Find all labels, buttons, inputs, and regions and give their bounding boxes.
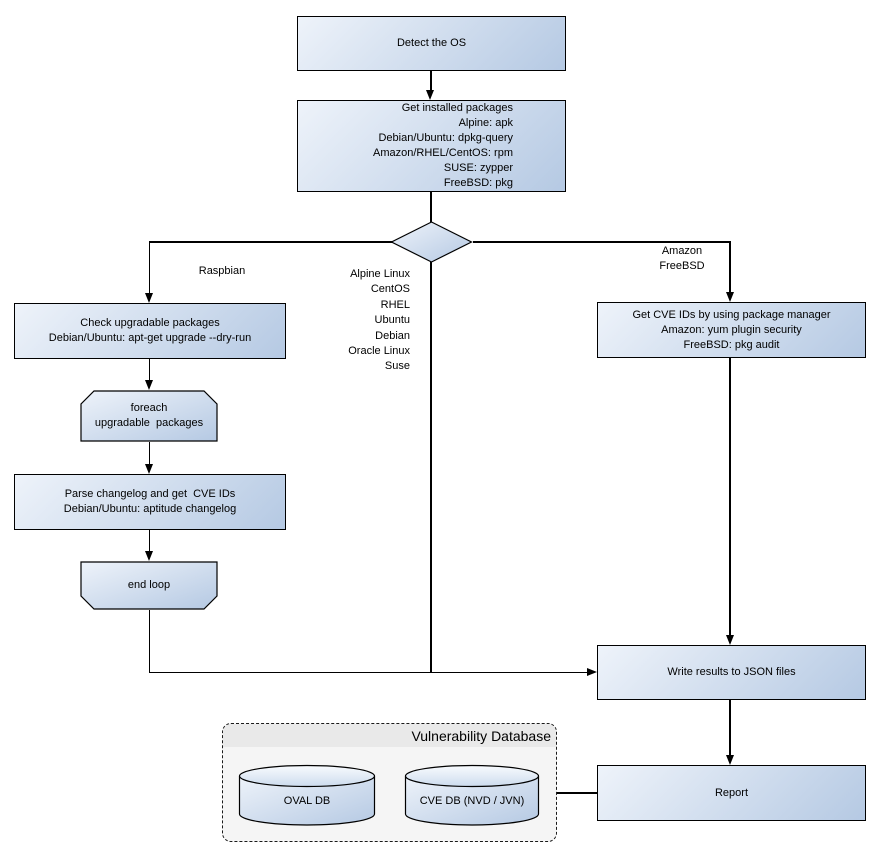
edge-label-amazon-freebsd: Amazon FreeBSD [659, 245, 705, 272]
edge-label-os-list: Alpine Linux CentOS RHEL Ubuntu Debian O… [348, 268, 410, 373]
database-cylinder-icon [238, 764, 376, 826]
node-get-cve-ids: Get CVE IDs by using package manager Ama… [597, 302, 866, 358]
edge-label-raspbian: Raspbian [198, 265, 246, 277]
arrowhead-into-endloop [144, 551, 153, 561]
loop-begin-shape [80, 390, 218, 442]
edge-packages-to-diamond [430, 192, 432, 222]
edge-diamond-bottom-vertical [430, 262, 432, 673]
edge-check-to-foreach [148, 359, 151, 382]
cylinder-cve-db: CVE DB (NVD / JVN) [404, 764, 540, 826]
arrowhead-into-get-cve-ids [725, 292, 734, 302]
edge-parse-to-endloop [148, 530, 151, 553]
edge-detect-to-packages [430, 71, 432, 91]
loop-begin-label: foreach upgradable packages [94, 402, 204, 429]
arrowhead-into-packages [426, 90, 435, 100]
node-parse-changelog: Parse changelog and get CVE IDs Debian/U… [14, 474, 286, 530]
edge-db-to-report [557, 792, 597, 794]
arrowhead-into-write-results-top [725, 635, 734, 645]
edge-left-branch-vertical [148, 241, 151, 294]
node-check-upgradable-packages: Check upgradable packages Debian/Ubuntu:… [14, 303, 286, 359]
arrowhead-into-check-upgradable [144, 293, 153, 303]
cylinder-oval-db: OVAL DB [238, 764, 376, 826]
edge-diamond-left-horizontal [150, 241, 392, 243]
vulnerability-database-header: Vulnerability Database [223, 724, 556, 747]
edge-endloop-down [148, 610, 151, 673]
node-get-installed-packages: Get installed packages Alpine: apk Debia… [297, 100, 566, 192]
node-end-loop: end loop [80, 561, 218, 610]
oval-db-label: OVAL DB [283, 795, 331, 807]
arrowhead-into-foreach [144, 380, 153, 390]
edge-merge-horizontal [148, 671, 588, 674]
arrowhead-into-report [725, 755, 734, 765]
edge-write-to-report [729, 700, 731, 757]
node-foreach-loop-begin: foreach upgradable packages [80, 390, 218, 442]
edge-right-branch-vertical [729, 241, 731, 293]
cve-db-label: CVE DB (NVD / JVN) [419, 795, 525, 807]
node-detect-os: Detect the OS [297, 16, 566, 71]
loop-end-label: end loop [127, 579, 171, 591]
arrowhead-into-write-results [587, 668, 597, 676]
loop-end-shape [80, 561, 218, 610]
diamond-shape [390, 221, 473, 263]
vulnerability-database-container: Vulnerability Database OVAL DB CVE DB (N… [222, 723, 557, 842]
edge-diamond-right-horizontal [473, 241, 730, 243]
edge-foreach-to-parse [148, 442, 151, 466]
arrowhead-into-parse [144, 464, 153, 474]
decision-diamond [390, 221, 473, 263]
edge-getcve-to-write [729, 358, 731, 637]
node-report: Report [597, 765, 866, 821]
node-write-results-json: Write results to JSON files [597, 645, 866, 700]
vulnerability-database-title: Vulnerability Database [411, 727, 551, 744]
database-cylinder-icon [404, 764, 540, 826]
